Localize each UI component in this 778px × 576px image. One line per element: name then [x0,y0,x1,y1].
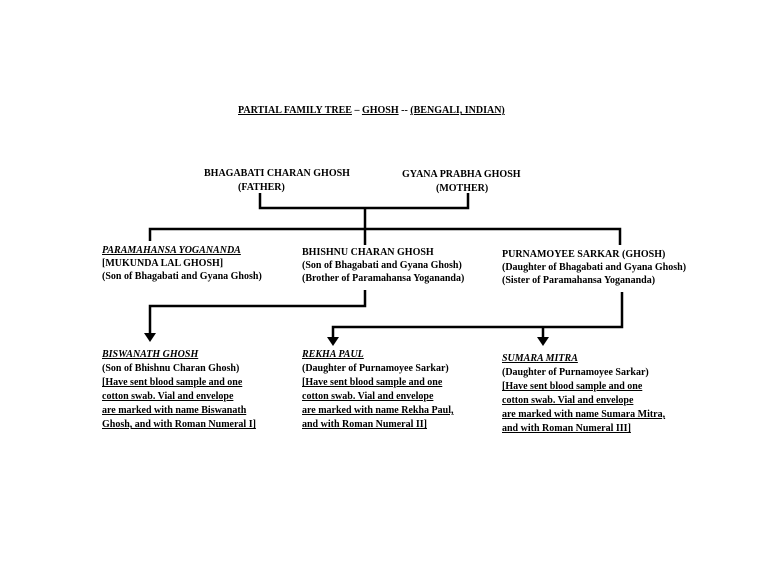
grandchild-note: cotton swab. Vial and envelope [502,395,634,406]
page-title: PARTIAL FAMILY TREE – GHOSH -- (BENGALI,… [238,104,505,117]
child-line: [MUKUNDA LAL GHOSH] [102,258,224,269]
grandchild-note: are marked with name Rekha Paul, [302,405,454,416]
father-name: BHAGABATI CHARAN GHOSH [204,168,350,179]
grandchild-parent: (Son of Bhishnu Charan Ghosh) [102,363,240,374]
grandchild-biswanath: BISWANATH GHOSH (Son of Bhishnu Charan G… [102,348,256,432]
grandchild-name: SUMARA MITRA [502,353,578,364]
grandchild-note: are marked with name Sumara Mitra, [502,409,666,420]
mother-role: (MOTHER) [436,183,489,194]
child-name: PARAMAHANSA YOGANANDA [102,245,241,256]
child-name: BHISHNU CHARAN GHOSH [302,247,434,258]
grandchild-sumara: SUMARA MITRA (Daughter of Purnamoyee Sar… [502,352,665,436]
grandchild-note: Ghosh, and with Roman Numeral I] [102,419,256,430]
arrow-down-icon [327,337,339,346]
child-bhishnu: BHISHNU CHARAN GHOSH (Son of Bhagabati a… [302,246,464,285]
bhishnu-to-biswanath-line [148,290,367,334]
grandchild-rekha: REKHA PAUL (Daughter of Purnamoyee Sarka… [302,348,453,432]
title-separator: -- [398,105,411,116]
arrow-down-icon [144,333,156,342]
child-line: (Brother of Paramahansa Yogananda) [302,273,465,284]
father-role: (FATHER) [238,182,285,193]
grandchild-note: [Have sent blood sample and one [102,377,243,388]
parents-bracket [258,193,470,210]
grandchild-note: cotton swab. Vial and envelope [302,391,434,402]
child-line: (Son of Bhagabati and Gyana Ghosh) [102,271,262,282]
title-part-1: PARTIAL FAMILY TREE [238,105,352,116]
grandchild-note: and with Roman Numeral III] [502,423,631,434]
grandchild-note: cotton swab. Vial and envelope [102,391,234,402]
child-line: (Daughter of Bhagabati and Gyana Ghosh) [502,262,687,273]
grandchild-note: and with Roman Numeral II] [302,419,428,430]
children-bar [148,227,622,245]
grandchild-parent: (Daughter of Purnamoyee Sarkar) [502,367,649,378]
title-part-2: GHOSH [361,105,399,116]
grandchild-note: are marked with name Biswanath [102,405,247,416]
child-purnamoyee: PURNAMOYEE SARKAR (GHOSH) (Daughter of B… [502,248,686,287]
arrow-down-icon [537,337,549,346]
grandchild-parent: (Daughter of Purnamoyee Sarkar) [302,363,449,374]
child-name: PURNAMOYEE SARKAR (GHOSH) [502,249,666,260]
title-separator: – [351,105,362,116]
child-line: (Sister of Paramahansa Yogananda) [502,275,656,286]
child-line: (Son of Bhagabati and Gyana Ghosh) [302,260,462,271]
child-paramahansa: PARAMAHANSA YOGANANDA [MUKUNDA LAL GHOSH… [102,244,262,283]
grandchild-note: [Have sent blood sample and one [302,377,443,388]
grandchild-name: REKHA PAUL [302,349,364,360]
purnamoyee-to-daughters-line [331,292,624,338]
mother-name: GYANA PRABHA GHOSH [402,169,521,180]
title-part-3: (BENGALI, INDIAN) [410,105,505,116]
grandchild-note: [Have sent blood sample and one [502,381,643,392]
grandchild-name: BISWANATH GHOSH [102,349,199,360]
